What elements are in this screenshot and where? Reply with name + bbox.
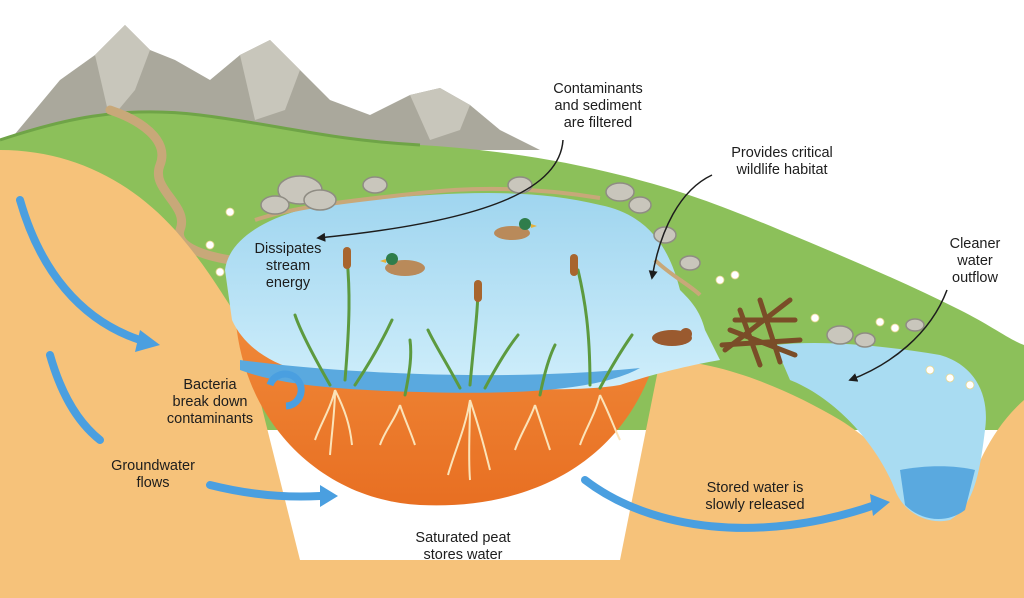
soil-layer bbox=[0, 150, 1024, 598]
groundwater-label: Groundwater flows bbox=[111, 458, 195, 491]
beaver-dam-icon bbox=[719, 297, 803, 368]
bacteria-label: Bacteria break down contaminants bbox=[166, 377, 254, 427]
contaminants-label: Contaminants and sediment are filtered bbox=[553, 81, 643, 131]
cycle-arrow-icon bbox=[266, 370, 305, 410]
peat-label: Saturated peat stores water bbox=[415, 530, 511, 563]
root-system bbox=[314, 389, 621, 481]
cattail-icon bbox=[293, 247, 634, 397]
stored-water-label: Stored water is slowly released bbox=[705, 480, 805, 513]
cleaner-outflow-label: Cleaner water outflow bbox=[949, 236, 1001, 286]
habitat-label: Provides critical wildlife habitat bbox=[731, 145, 833, 178]
flow-arrowheads bbox=[135, 330, 890, 516]
leader-lines bbox=[316, 139, 948, 382]
flower-icon bbox=[205, 207, 975, 390]
rock-icon bbox=[260, 175, 925, 348]
beaver-icon bbox=[652, 328, 692, 346]
dissipates-label: Dissipates stream energy bbox=[254, 241, 322, 291]
flow-arrows bbox=[16, 196, 879, 532]
duck-icon bbox=[380, 218, 537, 276]
